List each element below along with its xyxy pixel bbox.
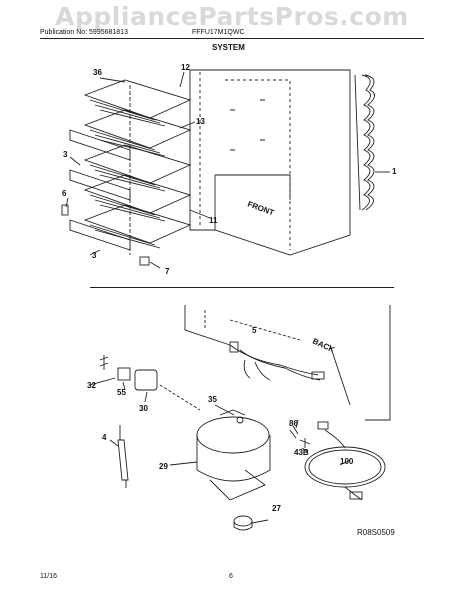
callout-4: 4 bbox=[102, 433, 107, 442]
callout-86: 86 bbox=[289, 419, 298, 428]
power-cord bbox=[304, 421, 386, 501]
section-title: SYSTEM bbox=[212, 43, 245, 52]
callout-3-upper: 3 bbox=[63, 150, 68, 159]
callout-3-lower: 3 bbox=[92, 251, 97, 260]
diagram-divider bbox=[90, 287, 394, 288]
ground-screw bbox=[289, 419, 311, 453]
callout-27: 27 bbox=[272, 504, 281, 513]
callout-36: 36 bbox=[93, 68, 102, 77]
publication-number: Publication No: 5995681813 bbox=[40, 29, 128, 36]
callout-100: 100 bbox=[340, 457, 354, 466]
footer-date: 11/16 bbox=[40, 573, 57, 580]
callout-32: 32 bbox=[87, 381, 96, 390]
footer-page: 6 bbox=[229, 573, 233, 580]
cabinet-outline bbox=[189, 69, 351, 256]
diagram-code: R08S0509 bbox=[357, 528, 395, 537]
filter-drier bbox=[109, 425, 129, 488]
callout-55: 55 bbox=[117, 388, 126, 397]
callout-29: 29 bbox=[159, 462, 168, 471]
wire-shelves bbox=[61, 79, 192, 266]
callout-35: 35 bbox=[208, 395, 217, 404]
evaporator-coil bbox=[354, 74, 375, 211]
watermark: AppliancePartsPros.com bbox=[55, 2, 409, 31]
callout-7: 7 bbox=[165, 267, 170, 276]
callout-1: 1 bbox=[392, 167, 397, 176]
back-panel-outline bbox=[184, 305, 391, 421]
callout-30: 30 bbox=[139, 404, 148, 413]
callout-13: 13 bbox=[196, 117, 205, 126]
relay-overload bbox=[89, 355, 201, 411]
callout-43b: 43B bbox=[294, 448, 309, 457]
callout-12: 12 bbox=[181, 63, 190, 72]
callout-11: 11 bbox=[209, 216, 218, 225]
compressor bbox=[169, 404, 271, 501]
grommet bbox=[233, 515, 269, 531]
callout-6: 6 bbox=[62, 189, 67, 198]
model-number: FFFU17M1QWC bbox=[192, 29, 245, 36]
header-rule bbox=[40, 38, 424, 39]
callout-5: 5 bbox=[252, 326, 257, 335]
wiring-harness bbox=[229, 341, 325, 381]
